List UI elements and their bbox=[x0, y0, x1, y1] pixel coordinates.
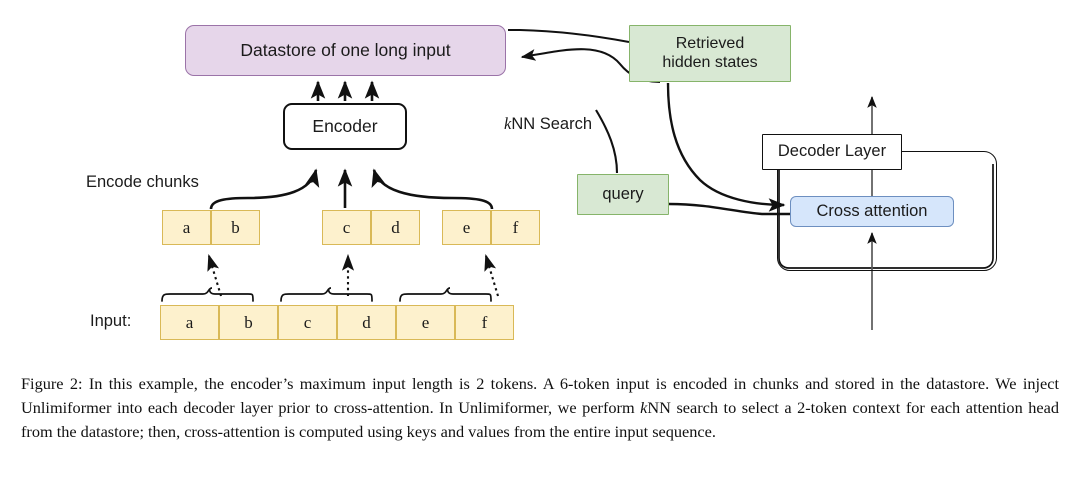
figure-caption: Figure 2: In this example, the encoder’s… bbox=[21, 372, 1059, 445]
input-token: d bbox=[337, 305, 396, 340]
chunk-token: b bbox=[211, 210, 260, 245]
chunk-token: a bbox=[162, 210, 211, 245]
encoder-to-datastore-arrows bbox=[310, 80, 380, 101]
input-label: Input: bbox=[90, 312, 132, 330]
input-token: e bbox=[396, 305, 455, 340]
query-to-cross-attention-line bbox=[668, 202, 790, 216]
input-token: a bbox=[160, 305, 219, 340]
chunk-token: f bbox=[491, 210, 540, 245]
input-token: b bbox=[219, 305, 278, 340]
encoder-box: Encoder bbox=[283, 103, 407, 150]
chunk-token: d bbox=[371, 210, 420, 245]
cross-attention-box: Cross attention bbox=[790, 196, 954, 227]
caption-part-1: Figure 2: In this example, the encoder’s… bbox=[21, 374, 1059, 418]
caption-knn-k: k bbox=[640, 398, 648, 418]
figure-diagram: Datastore of one long input Encoder Retr… bbox=[86, 25, 997, 340]
decoder-layer-label-box: Decoder Layer bbox=[762, 134, 902, 170]
retrieved-line-2: hidden states bbox=[662, 53, 758, 71]
chunk-token: c bbox=[322, 210, 371, 245]
query-box: query bbox=[577, 174, 669, 215]
chunks-to-encoder-arrows bbox=[209, 168, 494, 210]
encode-chunks-label: Encode chunks bbox=[86, 173, 199, 191]
input-to-chunks-dotted-arrows bbox=[207, 253, 500, 297]
caption-part-2: NN search to select a 2-token context fo… bbox=[21, 398, 1059, 442]
retrieved-to-cross-attention-arrow bbox=[666, 82, 786, 212]
retrieved-hidden-states-box: Retrieved hidden states bbox=[629, 25, 791, 82]
input-token-row: a b c d e f bbox=[160, 305, 514, 340]
knn-search-rest: NN Search bbox=[511, 115, 593, 133]
knn-search-k: k bbox=[504, 114, 512, 133]
datastore-box: Datastore of one long input bbox=[185, 25, 506, 76]
knn-search-label: kNN Search bbox=[504, 114, 592, 134]
query-to-knn-line bbox=[595, 109, 619, 174]
retrieved-to-datastore-line bbox=[508, 28, 630, 44]
input-token: c bbox=[278, 305, 337, 340]
chunk-row-cd: c d bbox=[322, 210, 420, 245]
input-token: f bbox=[455, 305, 514, 340]
retrieved-line-1: Retrieved bbox=[675, 34, 745, 52]
input-group-braces bbox=[161, 287, 492, 302]
chunk-row-ef: e f bbox=[442, 210, 540, 245]
chunk-row-ab: a b bbox=[162, 210, 260, 245]
chunk-token: e bbox=[442, 210, 491, 245]
